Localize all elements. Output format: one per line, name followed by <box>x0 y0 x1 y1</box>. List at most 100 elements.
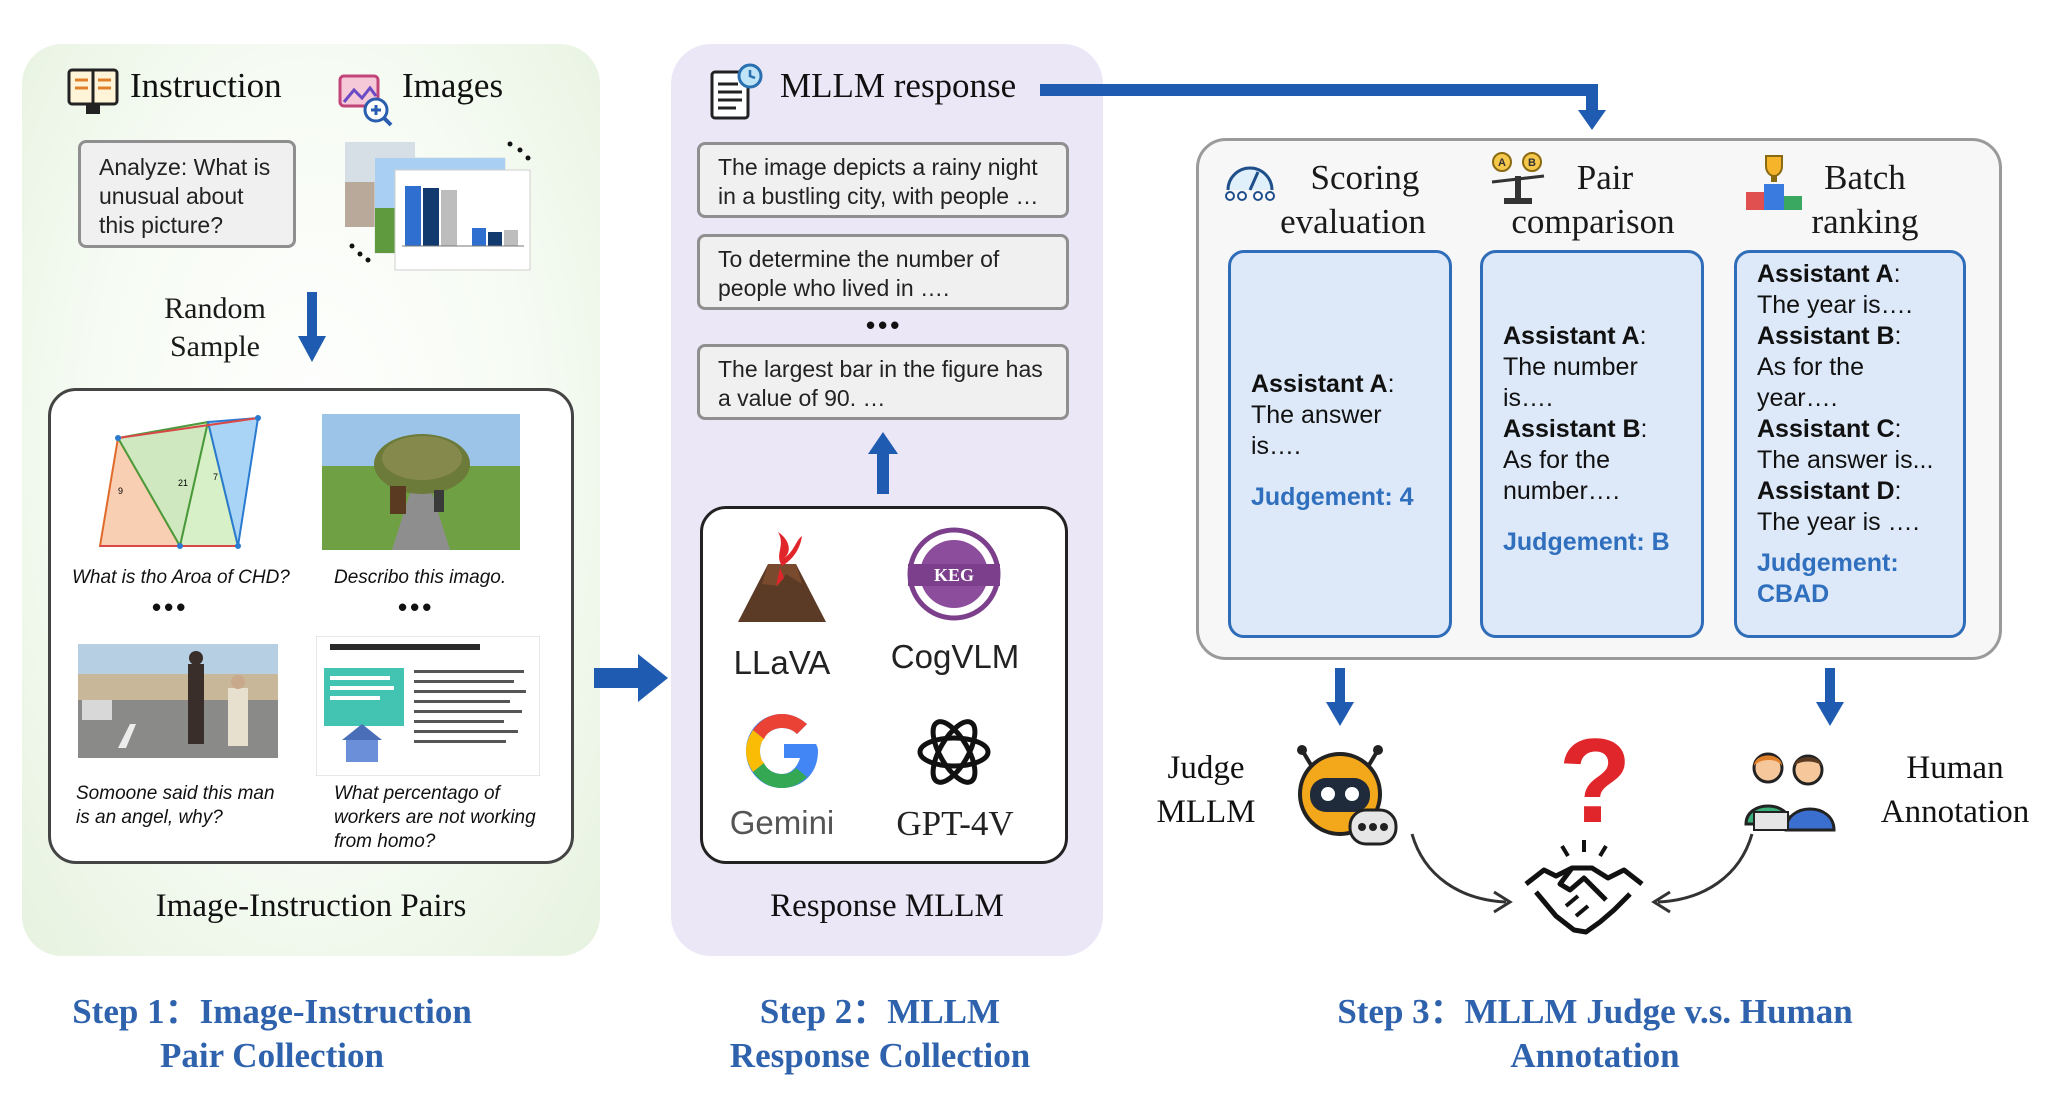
mllm-response-title: MLLM response <box>780 66 1017 105</box>
hay-cart-photo-image <box>322 414 520 550</box>
scoring-assistant-label: Assistant A <box>1251 370 1388 398</box>
svg-text:7: 7 <box>213 472 218 482</box>
response-box-2: To determine the number of people who li… <box>697 234 1069 310</box>
pair-caption-1: What is tho Aroa of CHD? <box>72 567 290 588</box>
mode-pair-line2: comparison <box>1511 202 1675 241</box>
human-annotation-label: Human Annotation <box>1870 746 2040 834</box>
ellipsis-right: ••• <box>398 592 435 622</box>
judge-label-line2: MLLM <box>1156 794 1256 830</box>
llava-volcano-icon <box>734 524 830 624</box>
models-box <box>700 506 1068 864</box>
human-annotators-icon <box>1744 746 1838 832</box>
scoring-text-line2: is…. <box>1251 432 1301 460</box>
batch-c-label: Assistant C <box>1757 415 1895 443</box>
pair-card: Assistant A: The number is…. Assistant B… <box>1480 250 1704 638</box>
scoring-judgement: Judgement: 4 <box>1251 483 1414 511</box>
gauge-icon <box>1222 156 1278 202</box>
response-text-1: The image depicts a rainy night in a bus… <box>718 154 1039 209</box>
pair-caption-2: Describo this imago. <box>334 567 507 588</box>
response-box-3: The largest bar in the figure has a valu… <box>697 344 1069 420</box>
images-stack <box>340 138 540 278</box>
step3-label-line1: Step 3：MLLM Judge v.s. Human <box>1337 992 1853 1031</box>
step3-label: Step 3：MLLM Judge v.s. Human Annotation <box>1250 990 1940 1078</box>
connector-arrow-2-3 <box>1040 76 1620 132</box>
images-icon <box>336 70 394 128</box>
response-ellipsis: ••• <box>866 310 903 340</box>
down-arrow-human <box>1814 668 1846 728</box>
batch-a-label: Assistant A <box>1757 260 1894 288</box>
svg-text:21: 21 <box>178 478 188 488</box>
mode-scoring-line2: evaluation <box>1280 202 1426 241</box>
judge-mllm-label: Judge MLLM <box>1146 746 1266 834</box>
street-photo-image <box>78 644 278 758</box>
pair-caption-4: What percentago of workers are not worki… <box>334 783 536 852</box>
batch-d-text: The year is …. <box>1757 508 1920 536</box>
pair-a-text-line1: The number <box>1503 353 1638 381</box>
svg-text:B: B <box>1528 157 1536 169</box>
curved-arrows <box>1400 820 1780 920</box>
batch-a-text: The year is…. <box>1757 291 1913 319</box>
instruction-icon <box>64 60 122 118</box>
step3-label-line2: Annotation <box>1510 1036 1680 1075</box>
step2-label-line2: Response Collection <box>729 1036 1031 1075</box>
instruction-label: Instruction <box>130 66 282 105</box>
mode-scoring-line1: Scoring <box>1310 158 1420 197</box>
judge-label-line1: Judge <box>1167 750 1245 786</box>
pair-b-text-line2: number…. <box>1503 477 1620 505</box>
batch-b-label: Assistant B <box>1757 322 1895 350</box>
batch-judgement-line1: Judgement: <box>1757 549 1899 577</box>
pair-caption-3: Somoone said this man is an angel, why? <box>76 783 275 828</box>
model-llava: LLaVA <box>733 644 831 681</box>
pair-judgement: Judgement: B <box>1503 528 1670 556</box>
pairs-caption: Image-Instruction Pairs <box>155 888 467 924</box>
response-box-1: The image depicts a rainy night in a bus… <box>697 142 1069 218</box>
batch-judgement-line2: CBAD <box>1757 580 1830 608</box>
step1-label-line1: Step 1：Image-Instruction <box>72 992 472 1031</box>
mode-pair-line1: Pair <box>1576 158 1634 197</box>
infographic-image <box>315 635 541 777</box>
balance-scale-icon: A B <box>1486 150 1550 206</box>
pair-a-label: Assistant A <box>1503 322 1640 350</box>
images-label: Images <box>402 66 504 105</box>
batch-d-label: Assistant D <box>1757 477 1895 505</box>
mode-batch-line1: Batch <box>1824 158 1906 197</box>
down-arrow-step1 <box>296 292 328 364</box>
step1-label: Step 1：Image-Instruction Pair Collection <box>22 990 522 1078</box>
ellipsis-left: ••• <box>152 592 189 622</box>
cogvlm-badge-icon: KEG <box>900 526 1008 622</box>
svg-text:9: 9 <box>118 486 123 496</box>
question-mark: ? <box>1558 714 1632 848</box>
pair-a-text-line2: is…. <box>1503 384 1553 412</box>
step2-label: Step 2：MLLM Response Collection <box>680 990 1080 1078</box>
model-cogvlm: CogVLM <box>890 638 1020 675</box>
instruction-text: Analyze: What is unusual about this pict… <box>99 154 271 238</box>
batch-card: Assistant A: The year is…. Assistant B: … <box>1734 250 1966 638</box>
robot-icon <box>1290 738 1402 850</box>
step1-label-line2: Pair Collection <box>160 1036 384 1075</box>
pair-b-text-line1: As for the <box>1503 446 1610 474</box>
document-clock-icon <box>706 62 766 122</box>
random-sample-label: Random Sample <box>150 290 280 366</box>
podium-icon <box>1744 152 1804 212</box>
mode-batch-label: Batch ranking <box>1780 156 1950 244</box>
geometry-diagram-image: 21 7 9 <box>88 408 274 556</box>
svg-text:A: A <box>1498 157 1506 169</box>
human-label-line1: Human <box>1906 750 2004 786</box>
response-text-3: The largest bar in the figure has a valu… <box>718 356 1043 411</box>
random-sample-line2: Sample <box>170 330 260 363</box>
gpt4v-openai-icon <box>910 708 998 796</box>
human-label-line2: Annotation <box>1880 794 2030 830</box>
pair-b-label: Assistant B <box>1503 415 1641 443</box>
mode-pair-label: Pair comparison <box>1498 156 1688 244</box>
right-arrow-1-2 <box>594 652 670 704</box>
model-gemini: Gemini <box>729 804 835 841</box>
scoring-card: Assistant A: The answer is…. Judgement: … <box>1228 250 1452 638</box>
response-text-2: To determine the number of people who li… <box>718 246 1000 301</box>
down-arrow-judge <box>1324 668 1356 728</box>
model-gpt4v: GPT-4V <box>896 804 1014 843</box>
batch-c-text: The answer is... <box>1757 446 1934 474</box>
random-sample-line1: Random <box>164 292 266 325</box>
batch-b-text-line2: year…. <box>1757 384 1838 412</box>
instruction-box: Analyze: What is unusual about this pict… <box>78 140 296 248</box>
step2-label-line1: Step 2：MLLM <box>759 992 1001 1031</box>
